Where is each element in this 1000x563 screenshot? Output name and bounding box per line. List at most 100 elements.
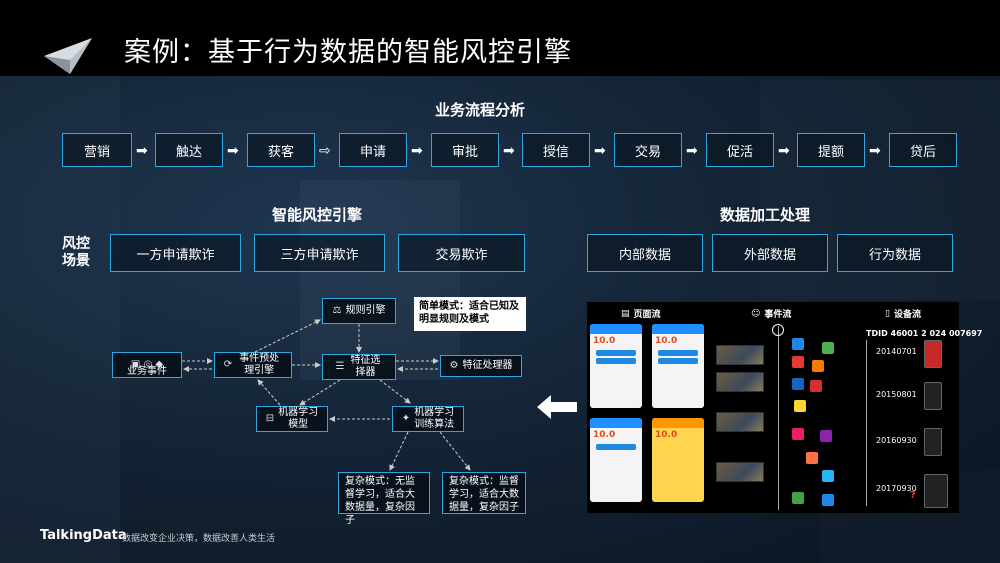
flow-step: 申请 [339,133,407,167]
engine-title: 智能风控引擎 [272,206,363,224]
device-timeline [866,340,867,506]
data-processing-title: 数据加工处理 [720,206,811,224]
process-icon: ⟳ [223,359,233,370]
preprocess-engine-node: ⟳ 事件预处理引擎 [214,352,292,378]
brand-logo: TalkingData [40,528,127,543]
page-stream-label: 页面流 [633,310,661,320]
date-label: 20170930 [876,484,917,493]
device-image [924,474,948,508]
app-icon [792,356,804,368]
page-title: 案例：基于行为数据的智能风控引擎 [124,37,572,68]
event-thumbnail [716,412,764,432]
app-screen-value: 10.0 [655,336,678,346]
app-screen: 10.0 [652,324,704,408]
app-icon [810,380,822,392]
right-arrow-icon: ➡ [778,143,790,159]
app-icon [812,360,824,372]
app-icon [792,338,804,350]
right-arrow-icon: ➡ [503,143,515,159]
page-stream-header: ▤ 页面流 [621,307,661,321]
device-stream-header: ▯ 设备流 [885,307,921,321]
question-icon: ? [910,490,916,501]
app-screen: 10.0 [590,418,642,502]
device-image [924,382,942,410]
preprocess-engine-label: 事件预处理引擎 [239,353,280,376]
event-stream-label: 事件流 [764,310,792,320]
event-thumbnail [716,345,764,365]
tdid-label: TDID 46001 2 024 007697 [866,329,983,338]
flow-step: 提额 [797,133,865,167]
flow-step: 触达 [155,133,223,167]
event-thumbnail [716,462,764,482]
event-thumbnail [716,372,764,392]
date-label: 20140701 [876,347,917,356]
scene-label: 风控场景 [62,236,90,269]
right-arrow-icon: ➡ [136,143,148,159]
clock-icon [772,324,784,336]
date-label: 20160930 [876,436,917,445]
right-arrow-icon: ➡ [869,143,881,159]
event-stream-header: ☺ 事件流 [751,307,792,321]
app-icon [792,492,804,504]
flow-step: 获客 [247,133,315,167]
right-arrow-icon: ➡ [594,143,606,159]
hollow-arrow-icon: ⇨ [319,143,331,159]
device-stream-label: 设备流 [893,310,921,320]
app-screen-value: 10.0 [593,430,616,440]
date-label: 20150801 [876,390,917,399]
ml-training-label: 机器学习训练算法 [414,407,455,430]
training-icon: ✦ [401,413,411,424]
data-source-box: 内部数据 [587,234,703,272]
timeline-line [778,326,779,510]
ml-model-node: ⊟ 机器学习模型 [256,406,328,432]
flow-step: 营销 [62,133,132,167]
app-icon [806,452,818,464]
feature-processor-node: ⚙ 特征处理器 [440,355,522,377]
scene-box: 一方申请欺诈 [110,234,241,272]
complex-supervised-note: 复杂模式：监督学习，适合大数据量，复杂因子 [442,472,526,514]
app-screen-value: 10.0 [593,336,616,346]
ml-model-label: 机器学习模型 [278,407,319,430]
app-screen-value: 10.0 [655,430,678,440]
data-source-box: 外部数据 [712,234,828,272]
feature-selector-label: 特征选择器 [350,355,381,378]
device-image [924,428,942,456]
app-icon [822,494,834,506]
complex-unsupervised-note: 复杂模式：无监督学习，适合大数据量，复杂因子 [338,472,430,526]
bg-shape [300,180,460,380]
data-source-box: 行为数据 [837,234,953,272]
app-icon [792,378,804,390]
right-arrow-icon: ➡ [411,143,423,159]
business-event-label: 业务事件 [127,366,167,377]
business-event-node: ▣ ◎ ◆ [112,352,182,378]
left-arrow-icon [537,395,577,419]
right-arrow-icon: ➡ [227,143,239,159]
flow-title: 业务流程分析 [435,101,526,119]
flow-step: 授信 [522,133,590,167]
feature-selector-node: ☰ 特征选择器 [322,354,396,380]
data-stream-panel: ▤ 页面流 ☺ 事件流 ▯ 设备流 [587,302,959,513]
scene-box: 三方申请欺诈 [254,234,385,272]
paper-plane-icon [44,38,92,74]
user-icon: ☺ [751,308,761,319]
app-icon [794,400,806,412]
app-screen: 10.0 [590,324,642,408]
app-icon [792,428,804,440]
model-icon: ⊟ [265,413,275,424]
right-arrow-icon: ➡ [686,143,698,159]
flow-step: 交易 [614,133,682,167]
processor-icon: ⚙ [449,360,459,371]
app-screen: 10.0 [652,418,704,502]
phone-icon: ▯ [885,308,890,319]
device-image [924,340,942,368]
app-icon [822,470,834,482]
simple-mode-note: 简单模式：适合已知及明显规则及模式 [414,297,526,331]
footer-slogan: 数据改变企业决策，数据改善人类生活 [122,534,276,544]
scene-box: 交易欺诈 [398,234,525,272]
flow-step: 促活 [706,133,774,167]
event-icon: ▣ ◎ ◆ [130,359,164,370]
page-icon: ▤ [621,308,630,319]
app-icon [822,342,834,354]
app-icon [820,430,832,442]
